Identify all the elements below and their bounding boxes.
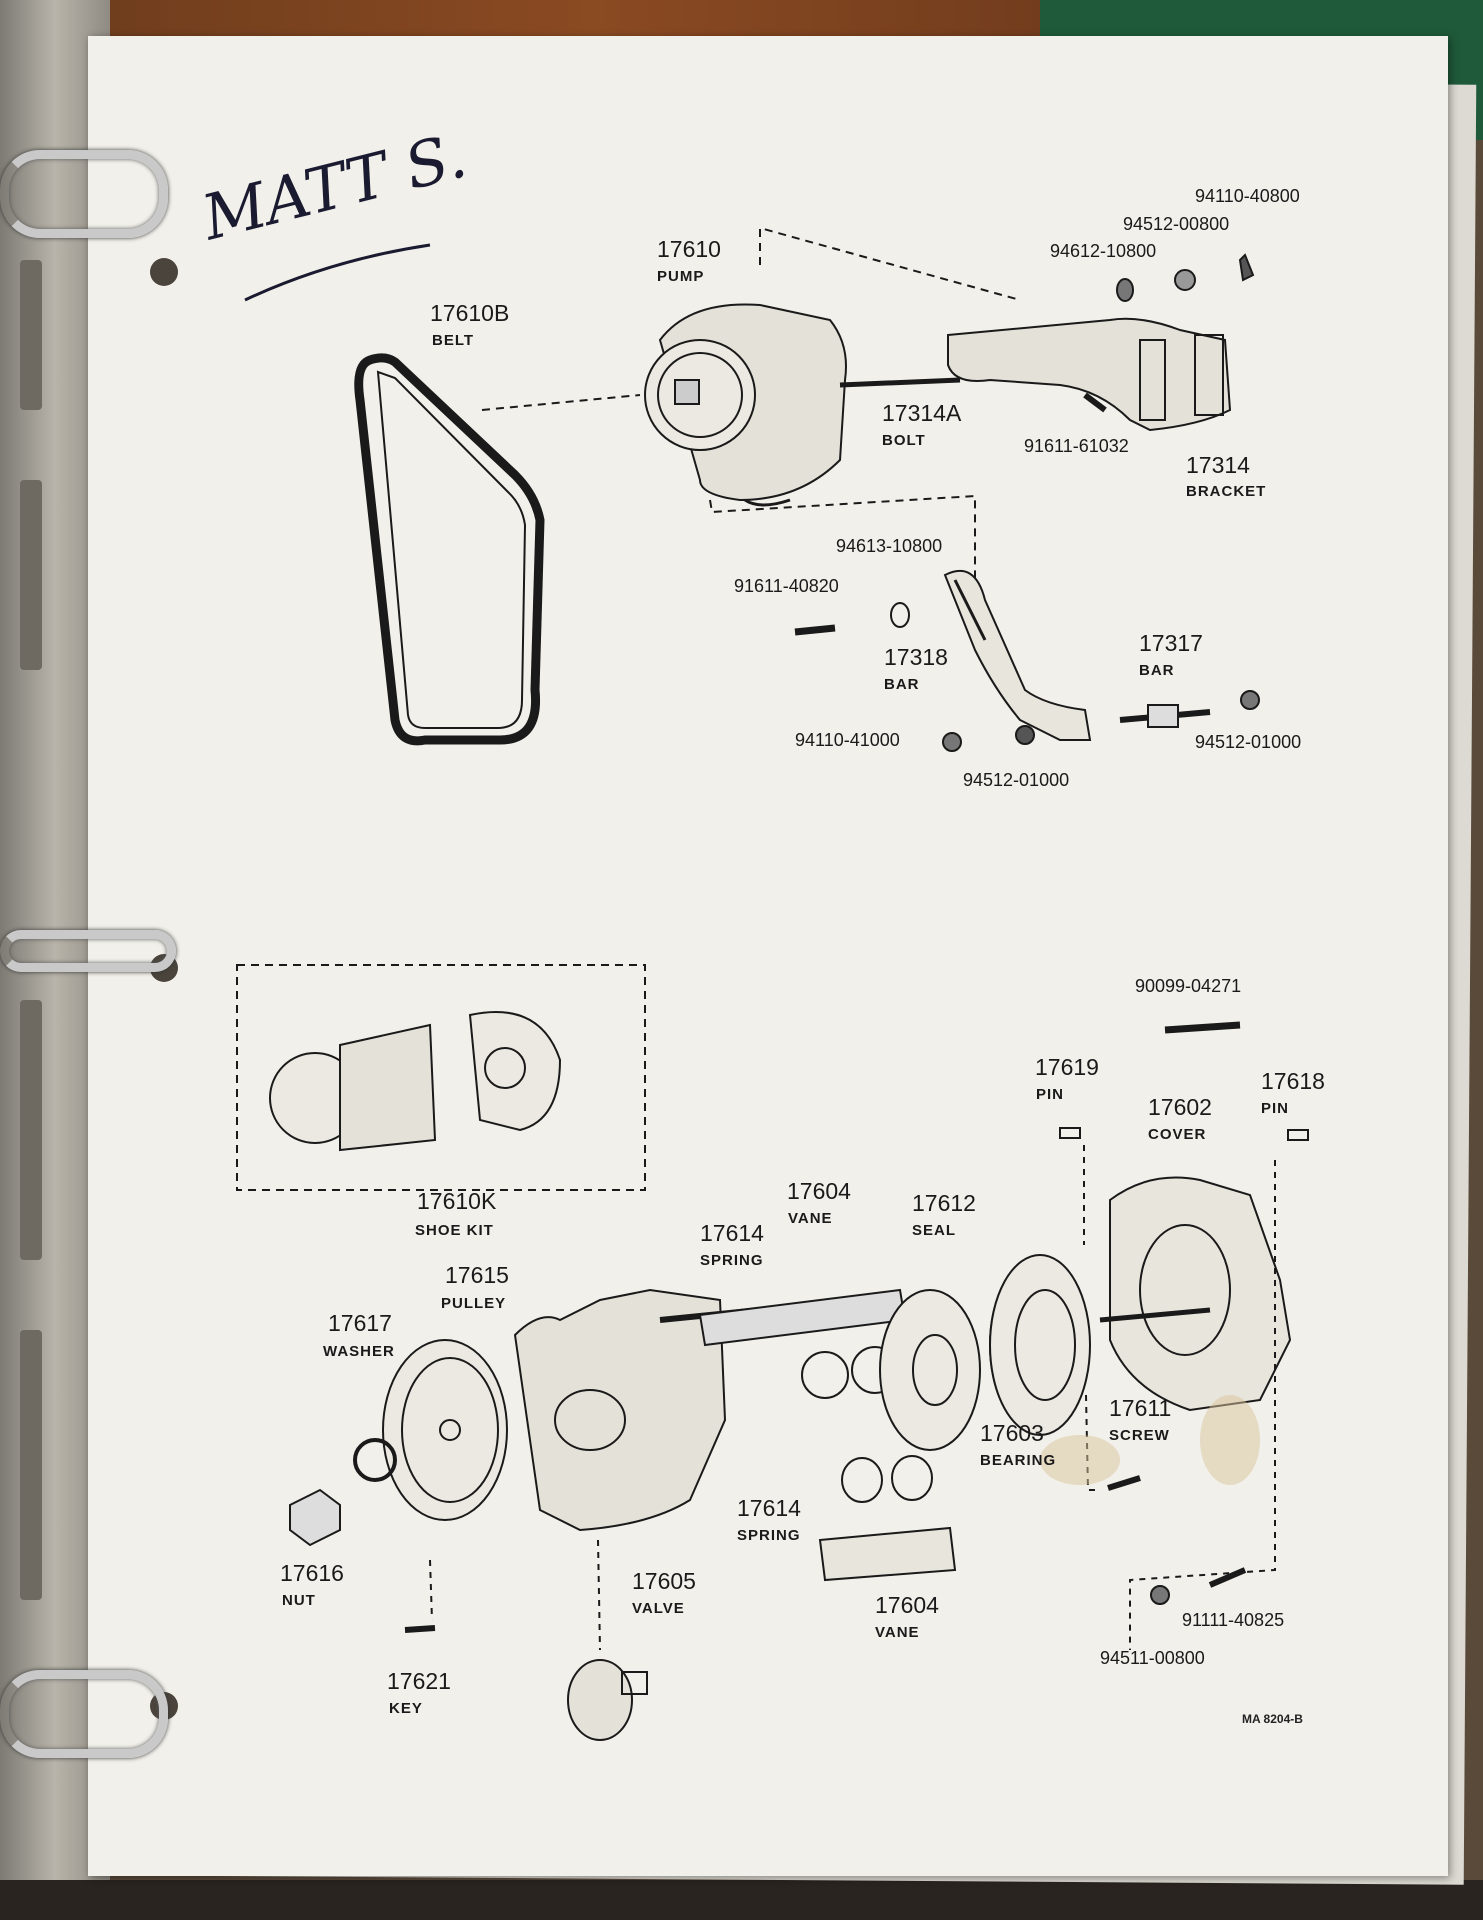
hardware-part-number: 91611-40820: [734, 576, 839, 596]
punch-hole: [150, 258, 178, 286]
part-label: BELT: [432, 332, 475, 349]
part-number: 17317: [1139, 630, 1203, 656]
part-label: PIN: [1036, 1086, 1065, 1103]
part-label: SEAL: [912, 1222, 957, 1239]
part-label: PUMP: [657, 268, 705, 285]
part-label: VANE: [788, 1210, 833, 1227]
part-label: SPRING: [700, 1252, 764, 1269]
hardware-part-number: 90099-04271: [1135, 976, 1242, 996]
cover-drawing: [1109, 1176, 1292, 1412]
hardware-part-number: 94512-00800: [1123, 214, 1230, 234]
part-label: PIN: [1261, 1100, 1290, 1117]
part-number: 17621: [387, 1668, 451, 1694]
part-number: 17610B: [430, 300, 510, 326]
document-code: MA 8204-B: [1242, 1712, 1303, 1726]
part-label: WASHER: [323, 1343, 395, 1360]
belt-drawing: [354, 353, 545, 746]
binder-ring: [0, 930, 176, 972]
table-edge: [0, 1880, 1483, 1920]
part-number: 17603: [980, 1420, 1044, 1446]
part-number: 17612: [912, 1190, 976, 1216]
part-number: 17602: [1148, 1094, 1212, 1120]
part-number: 17605: [632, 1568, 696, 1594]
part-number: 17617: [328, 1310, 392, 1336]
part-number: 17616: [280, 1560, 344, 1586]
hardware-part-number: 94613-10800: [836, 536, 943, 556]
part-label: PULLEY: [441, 1295, 507, 1312]
part-label: BAR: [1139, 662, 1175, 679]
part-label: SCREW: [1109, 1427, 1170, 1444]
hardware-part-number: 94110-41000: [795, 730, 900, 750]
part-number: 17318: [884, 644, 948, 670]
pump-drawing: [644, 303, 847, 507]
bracket-drawing: [947, 317, 1232, 432]
part-number: 17314A: [882, 400, 962, 426]
part-label: VALVE: [632, 1600, 685, 1617]
bar-17318-drawing: [943, 570, 1092, 741]
part-label: KEY: [389, 1700, 423, 1717]
part-number: 17615: [445, 1262, 509, 1288]
part-label: SHOE KIT: [415, 1222, 494, 1239]
part-label: BEARING: [980, 1452, 1057, 1469]
part-number: 17619: [1035, 1054, 1099, 1080]
part-label: SPRING: [737, 1527, 801, 1544]
shoe-kit-box: [236, 964, 646, 1191]
hardware-part-number: 94511-00800: [1100, 1648, 1205, 1668]
part-number: 17614: [700, 1220, 764, 1246]
part-number: 17610K: [417, 1188, 497, 1214]
hardware-part-number: 91611-61032: [1024, 436, 1129, 456]
hardware-part-number: 94110-40800: [1195, 186, 1300, 206]
part-number: 17611: [1109, 1395, 1172, 1421]
hardware-part-number: 94512-01000: [963, 770, 1070, 790]
hardware-part-number: 91111-40825: [1182, 1610, 1285, 1630]
part-label: BRACKET: [1186, 483, 1267, 500]
hardware-part-number: 94512-01000: [1195, 732, 1302, 752]
part-label: VANE: [875, 1624, 920, 1641]
part-number: 17604: [875, 1592, 939, 1618]
part-label: BOLT: [882, 432, 926, 449]
part-label: BAR: [884, 676, 920, 693]
part-number: 17618: [1261, 1068, 1325, 1094]
hardware-part-number: 94612-10800: [1050, 241, 1157, 261]
lower-pump-drawing: [382, 1288, 907, 1532]
part-number: 17604: [787, 1178, 851, 1204]
part-number: 17314: [1186, 452, 1250, 478]
binder-ring: [0, 150, 168, 238]
part-label: COVER: [1148, 1126, 1207, 1143]
binder-ring: [0, 1670, 168, 1758]
part-number: 17614: [737, 1495, 801, 1521]
part-number: 17610: [657, 236, 721, 262]
part-label: NUT: [282, 1592, 316, 1609]
